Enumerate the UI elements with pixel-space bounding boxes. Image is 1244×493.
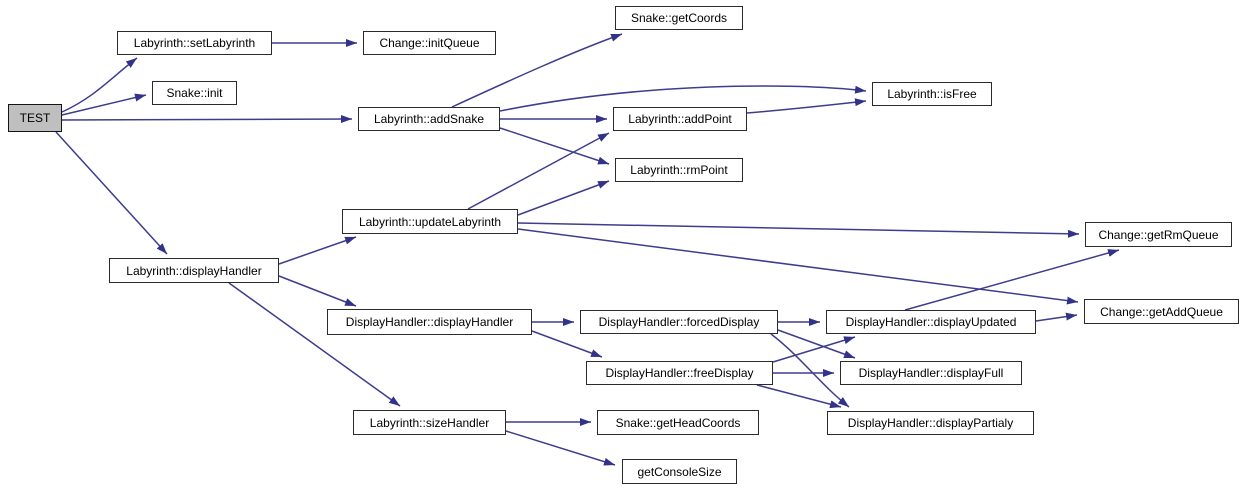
edge-test-to-setLabyrinth <box>61 57 138 113</box>
node-updateLabyrinth[interactable]: Labyrinth::updateLabyrinth <box>342 209 518 234</box>
edge-updateLabyrinth-to-addPoint <box>467 132 610 210</box>
node-snakeInit[interactable]: Snake::init <box>152 81 237 105</box>
edge-forcedDisplay-to-displayPartialy <box>770 333 850 408</box>
node-displayFull[interactable]: DisplayHandler::displayFull <box>840 361 1022 385</box>
node-initQueue[interactable]: Change::initQueue <box>363 31 496 55</box>
edge-displayUpdated-to-getRmQueue <box>904 249 1120 311</box>
edge-addSnake-to-getCoords <box>451 33 623 108</box>
node-test: TEST <box>8 104 62 132</box>
node-addPoint[interactable]: Labyrinth::addPoint <box>613 107 747 131</box>
node-setLabyrinth[interactable]: Labyrinth::setLabyrinth <box>117 31 272 55</box>
edge-addPoint-to-isFree <box>746 98 867 114</box>
edge-displayHandlerL-to-displayHandlerD <box>278 275 357 307</box>
edge-displayUpdated-to-getAddQueue <box>1035 312 1078 322</box>
node-displayHandlerL[interactable]: Labyrinth::displayHandler <box>109 258 279 283</box>
edge-displayHandlerL-to-updateLabyrinth <box>278 236 357 265</box>
edge-updateLabyrinth-to-getAddQueue <box>517 228 1079 305</box>
node-getAddQueue[interactable]: Change::getAddQueue <box>1084 299 1239 324</box>
edge-freeDisplay-to-displayPartialy <box>756 384 842 409</box>
edge-freeDisplay-to-displayUpdated <box>772 336 856 363</box>
node-isFree[interactable]: Labyrinth::isFree <box>872 82 992 106</box>
edge-updateLabyrinth-to-getRmQueue <box>517 222 1080 238</box>
edge-test-to-displayHandlerL <box>55 131 168 255</box>
edge-addSnake-to-rmPoint <box>499 127 610 165</box>
edge-test-to-snakeInit <box>61 93 147 116</box>
edge-test-to-addSnake <box>61 115 353 124</box>
node-getHeadCoords[interactable]: Snake::getHeadCoords <box>597 410 759 435</box>
node-displayHandlerD[interactable]: DisplayHandler::displayHandler <box>327 309 532 335</box>
node-sizeHandler[interactable]: Labyrinth::sizeHandler <box>353 410 506 435</box>
node-forcedDisplay[interactable]: DisplayHandler::forcedDisplay <box>580 310 778 334</box>
node-getRmQueue[interactable]: Change::getRmQueue <box>1085 222 1232 247</box>
edge-forcedDisplay-to-displayFull <box>777 329 856 359</box>
node-addSnake[interactable]: Labyrinth::addSnake <box>358 107 500 131</box>
node-getConsoleSize[interactable]: getConsoleSize <box>622 459 737 484</box>
node-getCoords[interactable]: Snake::getCoords <box>615 6 743 30</box>
edge-displayHandlerD-to-freeDisplay <box>531 330 603 358</box>
node-freeDisplay[interactable]: DisplayHandler::freeDisplay <box>586 361 773 385</box>
edge-displayHandlerL-to-sizeHandler <box>228 282 401 407</box>
node-rmPoint[interactable]: Labyrinth::rmPoint <box>615 158 743 182</box>
edge-sizeHandler-to-getConsoleSize <box>505 430 616 466</box>
node-displayPartialy[interactable]: DisplayHandler::displayPartialy <box>827 411 1034 435</box>
edge-updateLabyrinth-to-rmPoint <box>517 180 610 216</box>
node-displayUpdated[interactable]: DisplayHandler::displayUpdated <box>826 310 1036 334</box>
edge-addSnake-to-isFree <box>499 85 867 112</box>
